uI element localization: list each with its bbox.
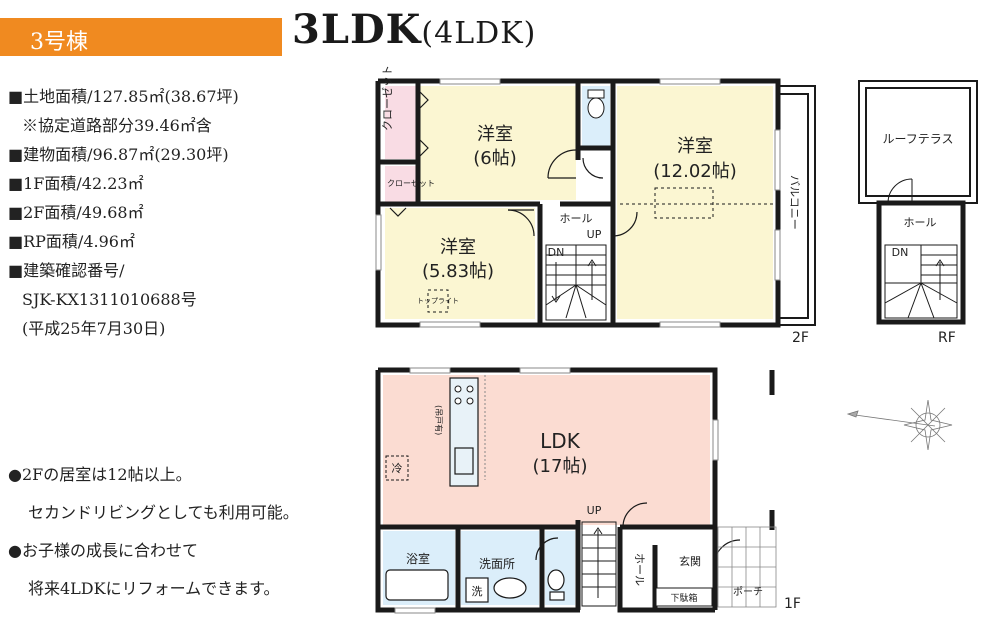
room-12-size: (12.02帖) xyxy=(653,161,737,182)
roof-terrace-label: ルーフテラス xyxy=(882,132,953,146)
hall-1f-label: ホール xyxy=(633,553,646,586)
spec-permit-date: (平成25年7月30日) xyxy=(22,319,166,338)
note-4: 将来4LDKにリフォームできます。 xyxy=(28,579,280,598)
closet-1-fill xyxy=(385,86,416,159)
spec-1f-area: ■1F面積/42.23㎡ xyxy=(8,174,144,193)
bath-label: 浴室 xyxy=(406,551,430,566)
ldk-name: LDK xyxy=(540,429,581,453)
room-12-name: 洋室 xyxy=(677,136,713,157)
ldk-fill xyxy=(383,375,710,525)
porch-label: ポーチ xyxy=(733,586,763,598)
fridge-label: 冷 xyxy=(392,462,403,475)
closet-2-label: クローゼット xyxy=(387,178,435,188)
spec-rp-area: ■RP面積/4.96㎡ xyxy=(8,232,135,251)
layout-title: 3LDK(4LDK) xyxy=(292,6,536,53)
balcony-label: バルコニー xyxy=(788,175,801,230)
building-badge-label: 3号棟 xyxy=(30,30,88,55)
note-list: ●2Fの居室は12帖以上。 セカンドリビングとしても利用可能。 ●お子様の成長に… xyxy=(8,456,299,608)
room-583-name: 洋室 xyxy=(440,237,476,258)
spec-2f-area: ■2F面積/49.68㎡ xyxy=(8,203,144,222)
fridge-space xyxy=(385,455,409,481)
compass-icon xyxy=(846,399,953,451)
layout-title-alt: (4LDK) xyxy=(421,16,537,51)
floor-1-plan: LDK (17帖) (吊戸有) 冷 浴室 洗面所 洗 UP ホール 玄関 下駄箱… xyxy=(375,367,801,614)
bedroom-12-fill xyxy=(617,86,773,319)
layout-title-main: 3LDK xyxy=(292,6,422,53)
shoe-box-label: 下駄箱 xyxy=(670,592,697,604)
building-badge: 3号棟 xyxy=(0,18,282,56)
up-1f-label: UP xyxy=(587,504,602,517)
ldk-size: (17帖) xyxy=(533,456,588,477)
washroom-label: 洗面所 xyxy=(479,557,515,571)
floor-2-label: 2F xyxy=(792,330,809,346)
bedroom-6-fill xyxy=(420,86,576,200)
room-6-name: 洋室 xyxy=(477,124,513,145)
dn-2f-label: DN xyxy=(548,246,565,259)
note-3: ●お子様の成長に合わせて xyxy=(8,541,198,560)
cabinet-label: (吊戸有) xyxy=(434,405,444,435)
floor-1-label: 1F xyxy=(784,596,801,612)
bedroom-583-fill xyxy=(385,208,535,319)
spec-list: ■土地面積/127.85㎡(38.67坪) ※協定道路部分39.46㎡含 ■建物… xyxy=(8,82,239,343)
skylight-label: トップライト xyxy=(417,297,459,305)
roof-hall-label: ホール xyxy=(904,216,937,229)
roof-plan: ルーフテラス ホール DN RF xyxy=(858,80,978,346)
roof-dn-label: DN xyxy=(892,246,909,259)
floor-2-plan: クローゼット クローゼット 洋室 (6帖) 洋室 (12.02帖) 洋室 (5.… xyxy=(375,65,816,346)
spec-permit-number: SJK-KX1311010688号 xyxy=(22,290,197,309)
up-2f-label: UP xyxy=(587,228,602,241)
washer-label: 洗 xyxy=(472,585,483,598)
spec-building-area: ■建物面積/96.87㎡(29.30坪) xyxy=(8,145,229,164)
note-2: セカンドリビングとしても利用可能。 xyxy=(28,503,299,522)
hall-2f-label: ホール xyxy=(560,212,593,225)
closet-2-fill xyxy=(385,166,416,202)
closet-1-label: クローゼット xyxy=(381,65,394,131)
room-583-size: (5.83帖) xyxy=(422,261,494,282)
entrance-label: 玄関 xyxy=(679,554,701,568)
spec-land-area: ■土地面積/127.85㎡(38.67坪) xyxy=(8,87,239,106)
room-6-size: (6帖) xyxy=(473,148,517,169)
spec-permit-label: ■建築確認番号/ xyxy=(8,261,125,280)
roof-floor-label: RF xyxy=(938,330,956,346)
note-1: ●2Fの居室は12帖以上。 xyxy=(8,465,192,484)
spec-land-note: ※協定道路部分39.46㎡含 xyxy=(22,116,212,135)
